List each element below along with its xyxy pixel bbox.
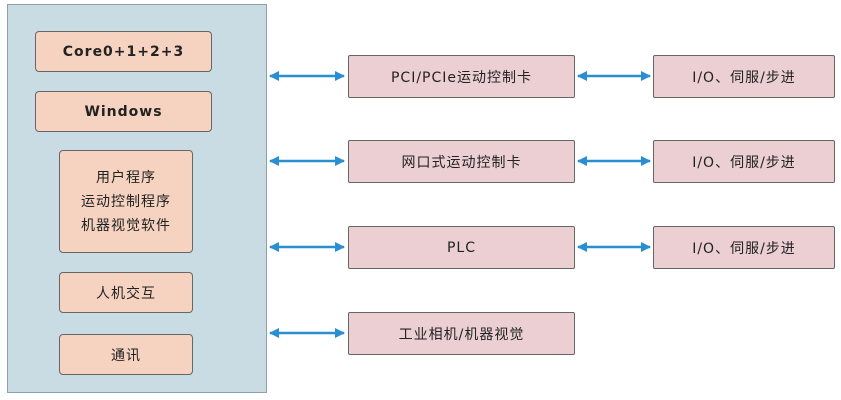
device-label-pci-card: PCI/PCIe运动控制卡 [390, 69, 533, 86]
device-label-plc: PLC [446, 239, 477, 256]
hmi-label: 人机交互 [96, 285, 156, 302]
target-label-ethernet-card: I/O、伺服/步进 [692, 154, 796, 171]
hmi-box: 人机交互 [59, 272, 193, 313]
target-label-plc: I/O、伺服/步进 [692, 240, 796, 257]
device-box-pci-card: PCI/PCIe运动控制卡 [348, 55, 575, 98]
device-box-ethernet-card: 网口式运动控制卡 [348, 140, 575, 183]
core-box: Core0+1+2+3 [35, 31, 212, 72]
os-label: Windows [84, 103, 163, 120]
os-box: Windows [35, 91, 212, 132]
software-box: 用户程序 运动控制程序 机器视觉软件 [59, 150, 193, 253]
comm-label: 通讯 [111, 347, 141, 364]
device-box-industrial-camera: 工业相机/机器视觉 [348, 312, 575, 355]
core-label: Core0+1+2+3 [62, 43, 185, 60]
comm-box: 通讯 [59, 334, 193, 375]
software-line-vision-software: 机器视觉软件 [81, 217, 171, 234]
target-box-pci-card: I/O、伺服/步进 [653, 55, 835, 98]
software-line-user-program: 用户程序 [96, 169, 156, 186]
target-box-plc: I/O、伺服/步进 [653, 226, 835, 269]
target-label-pci-card: I/O、伺服/步进 [692, 69, 796, 86]
device-box-plc: PLC [348, 226, 575, 269]
target-box-ethernet-card: I/O、伺服/步进 [653, 140, 835, 183]
device-label-ethernet-card: 网口式运动控制卡 [401, 154, 522, 171]
software-line-motion-program: 运动控制程序 [81, 193, 171, 210]
device-label-industrial-camera: 工业相机/机器视觉 [398, 326, 525, 343]
